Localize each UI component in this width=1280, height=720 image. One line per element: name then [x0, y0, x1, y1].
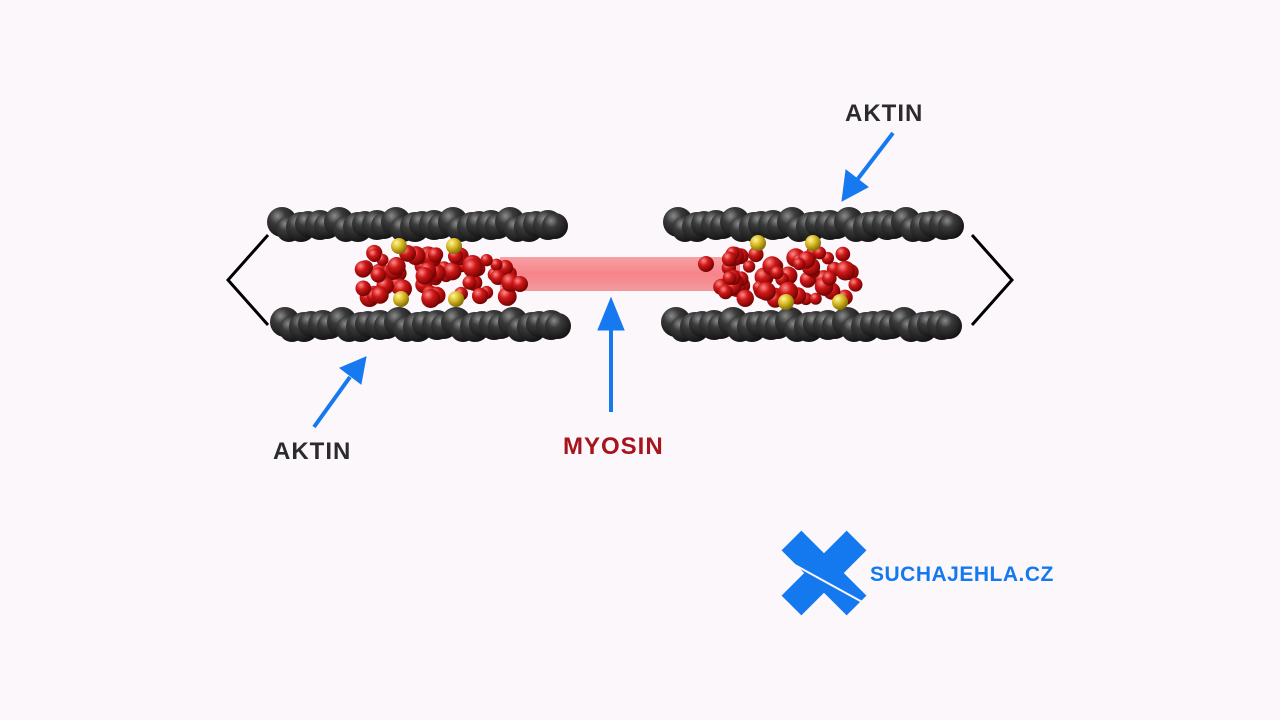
arrow-icon	[597, 296, 625, 412]
troponin-bead	[750, 235, 766, 251]
myosin-head	[848, 277, 863, 292]
myosin-head	[770, 266, 784, 280]
myosin-head	[835, 260, 856, 281]
myosin-head	[367, 248, 382, 263]
myosin-head	[462, 275, 477, 290]
myosin-head	[822, 271, 837, 286]
myosin-head	[371, 286, 389, 304]
actin-filaments	[267, 207, 964, 342]
myosin-head	[721, 251, 737, 267]
myosin-head	[421, 288, 441, 308]
myosin-head	[497, 287, 517, 306]
troponin-bead	[448, 291, 464, 307]
troponin-bead	[446, 238, 462, 254]
actin-bead	[545, 313, 571, 339]
actin-bead	[542, 213, 568, 239]
z-line-right	[970, 234, 1015, 326]
aktin-label-top: AKTIN	[845, 100, 924, 127]
myosin-head	[471, 287, 489, 305]
troponin-bead	[805, 235, 821, 251]
myosin-head	[718, 284, 733, 300]
myosin-head	[757, 281, 776, 301]
myosin-label: MYOSIN	[563, 433, 664, 460]
troponin-bead	[778, 294, 794, 310]
myosin-heads-left	[354, 244, 528, 308]
logo-text: SUCHAJEHLA.CZ	[870, 563, 1054, 586]
actin-bead	[938, 213, 964, 239]
myosin-head	[443, 262, 462, 281]
myosin-head	[736, 289, 754, 308]
myosin-head	[415, 267, 434, 285]
myosin-head	[370, 267, 387, 283]
actin-bead	[936, 313, 962, 339]
arrow-icon	[312, 356, 367, 429]
myosin-head	[698, 256, 714, 272]
myosin-head	[490, 258, 503, 271]
troponin-beads	[391, 235, 848, 310]
x-cross-logo-icon	[781, 530, 867, 616]
myosin-head	[463, 258, 483, 278]
myosin-head	[355, 280, 372, 297]
myosin-head	[809, 292, 822, 305]
myosin-head	[742, 260, 756, 273]
arrow-icon	[841, 131, 895, 202]
troponin-bead	[391, 238, 407, 254]
troponin-bead	[832, 294, 848, 310]
troponin-bead	[393, 291, 409, 307]
myosin-head	[835, 246, 851, 262]
myosin-head	[512, 276, 528, 292]
myosin-head	[480, 253, 493, 267]
z-line-left	[225, 234, 270, 326]
myosin-head	[427, 247, 443, 263]
myosin-head	[722, 271, 737, 285]
myosin-head	[354, 260, 372, 278]
aktin-label-bottom: AKTIN	[273, 438, 352, 465]
myosin-head	[387, 257, 406, 276]
myosin-head	[793, 257, 806, 271]
